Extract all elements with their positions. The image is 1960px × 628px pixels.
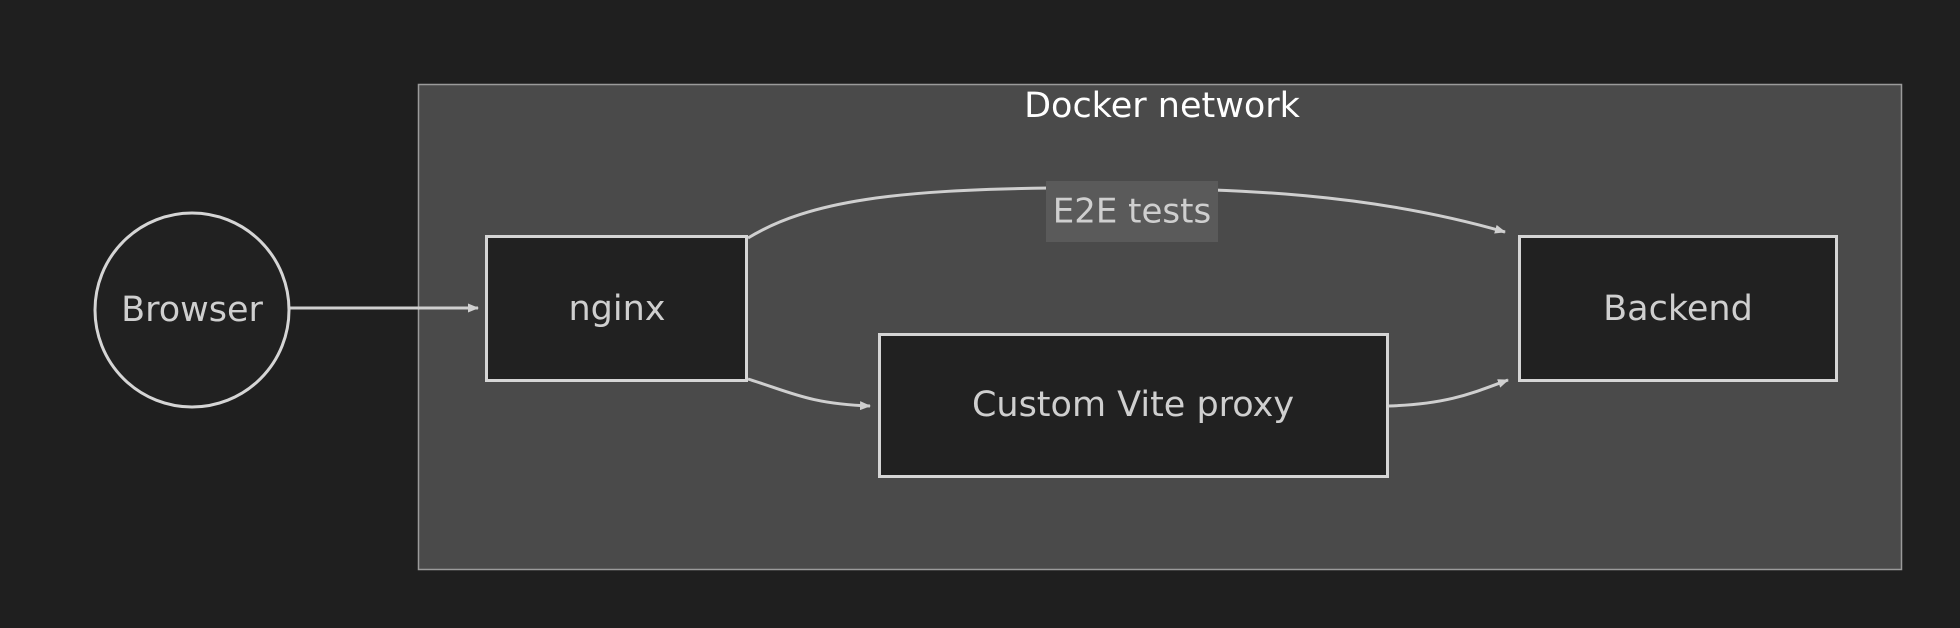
browser-circle[interactable]: [93, 211, 291, 409]
browser-label: Browser: [121, 290, 263, 330]
node-nginx[interactable]: nginx: [485, 235, 748, 382]
backend-label: Backend: [1603, 289, 1753, 329]
custom-vite-proxy-rect[interactable]: [878, 333, 1389, 478]
node-backend[interactable]: Backend: [1518, 235, 1838, 382]
e2e-tests-label-text: E2E tests: [1053, 192, 1211, 232]
backend-rect[interactable]: [1518, 235, 1838, 382]
node-custom-vite-proxy[interactable]: Custom Vite proxy: [878, 333, 1389, 478]
edge-nginx-to-vite-proxy: [747, 377, 871, 411]
e2e-tests-label: E2E tests: [1046, 181, 1218, 242]
node-browser[interactable]: Browser: [93, 211, 291, 409]
custom-vite-proxy-label: Custom Vite proxy: [972, 385, 1294, 425]
nginx-label: nginx: [568, 289, 665, 329]
edge-vite-proxy-to-backend: [1388, 378, 1509, 408]
nginx-rect[interactable]: [485, 235, 748, 382]
e2e-tests-label-background: [1046, 181, 1218, 242]
docker-network-title: Docker network: [1024, 86, 1301, 126]
